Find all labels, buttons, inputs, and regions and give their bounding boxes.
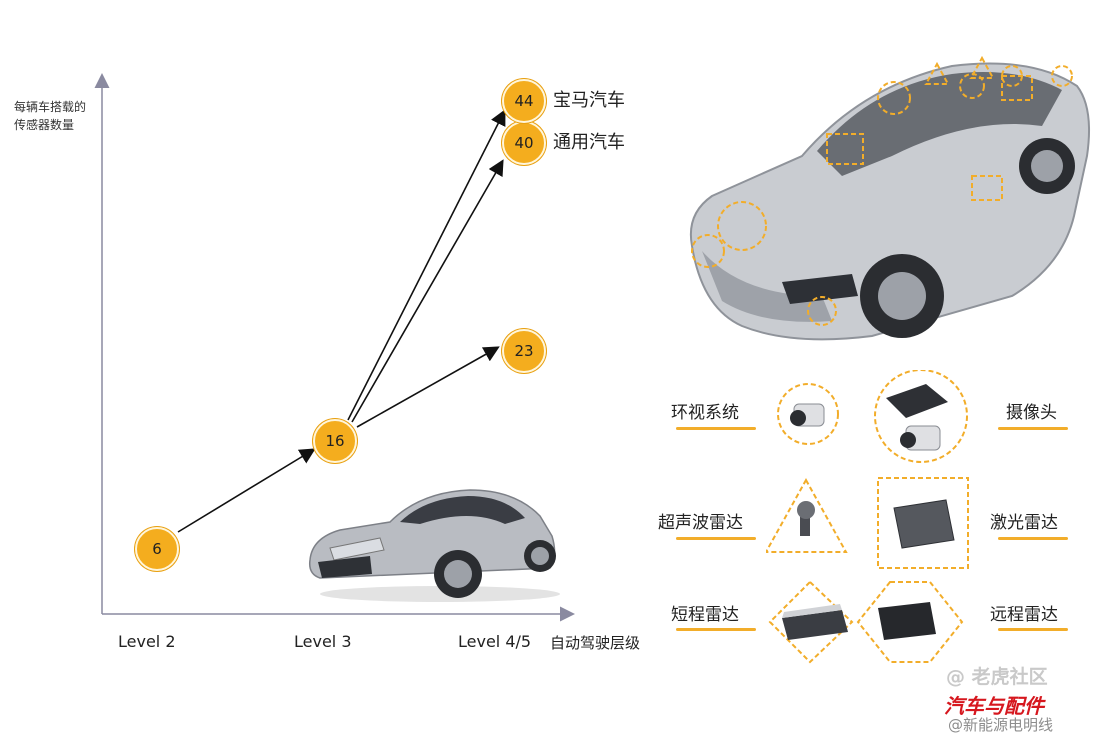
x-tick-level3: Level 3: [294, 632, 352, 651]
sensor-icons: [766, 370, 969, 664]
underline-lidar: [998, 537, 1068, 540]
underline-camera: [998, 427, 1068, 430]
sensor-label-short-radar: 短程雷达: [671, 605, 739, 625]
sensor-label-lidar: 激光雷达: [990, 513, 1058, 533]
ultrasonic-icon: [797, 501, 815, 536]
underline-long-radar: [998, 628, 1068, 631]
y-axis-label-line1: 每辆车搭载的: [14, 100, 87, 114]
watermark-line2: 汽车与配件: [944, 694, 1044, 718]
sensor-label-camera: 摄像头: [1006, 403, 1057, 423]
underline-ultrasonic: [676, 537, 756, 540]
sedan-illustration: [308, 489, 560, 602]
x-tick-level2: Level 2: [118, 632, 176, 651]
underline-short-radar: [676, 628, 756, 631]
underline-surround-view: [676, 427, 756, 430]
growth-arrows: [177, 109, 506, 533]
camera-icon: [886, 384, 948, 451]
label-bmw: 宝马汽车: [553, 90, 625, 111]
arrow-16-to-44: [347, 109, 506, 421]
arrow-6-to-16: [177, 448, 316, 533]
data-point-23: 23: [502, 329, 546, 373]
ultrasonic-frame: [766, 477, 848, 553]
data-point-44: 44: [502, 79, 546, 123]
sensor-label-long-radar: 远程雷达: [990, 605, 1058, 625]
sensor-label-ultrasonic: 超声波雷达: [658, 513, 743, 533]
short-radar-icon: [782, 604, 848, 640]
lidar-icon: [893, 499, 955, 549]
long-radar-frame: [856, 581, 964, 663]
arrow-16-to-40: [351, 159, 504, 423]
watermark-line3: @新能源电明线: [948, 716, 1054, 734]
data-point-16: 16: [313, 419, 357, 463]
x-tick-level45: Level 4/5: [458, 632, 532, 651]
data-point-6: 6: [135, 527, 179, 571]
surround-view-frame: [777, 383, 839, 445]
long-radar-icon: [878, 602, 936, 640]
surround-view-icon: [790, 403, 825, 427]
x-axis-label: 自动驾驶层级: [550, 634, 641, 652]
lidar-frame: [877, 477, 969, 569]
sensor-label-surround-view: 环视系统: [671, 403, 739, 423]
camera-frame: [874, 370, 968, 463]
watermark-line1: @ 老虎社区: [946, 666, 1048, 688]
sensor-car-illustration: [690, 55, 1090, 341]
arrow-16-to-23: [356, 346, 500, 428]
label-gm: 通用汽车: [553, 132, 625, 153]
data-point-40: 40: [502, 121, 546, 165]
short-radar-frame: [768, 580, 854, 664]
y-axis-label-line2: 传感器数量: [14, 118, 75, 132]
